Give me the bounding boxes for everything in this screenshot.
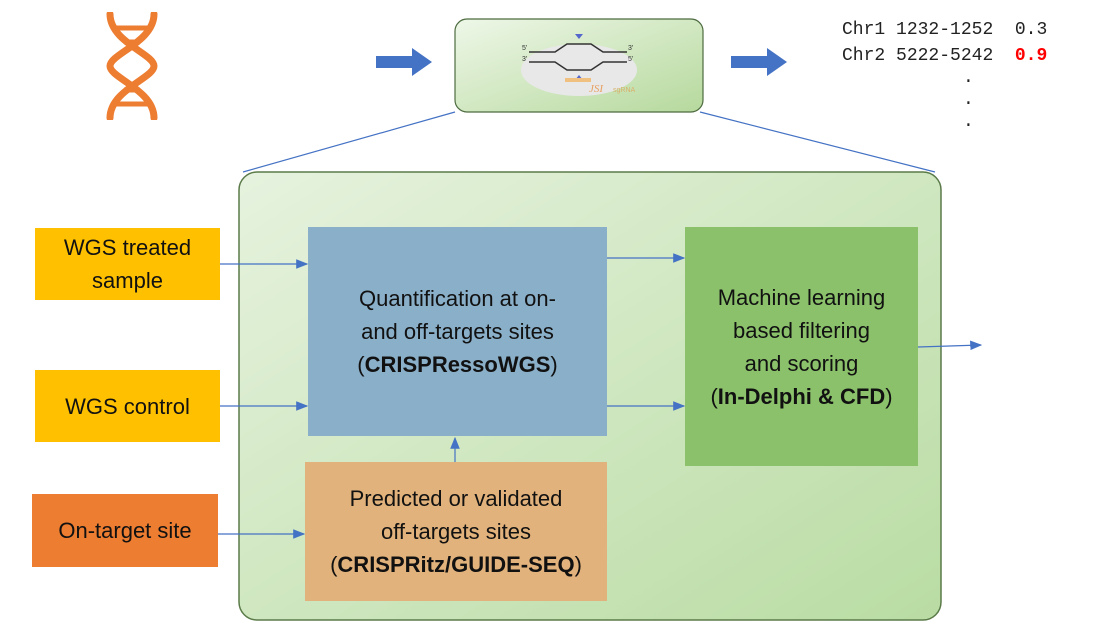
quant-tool-name: CRISPRessoWGS — [364, 352, 551, 377]
pred-line2: off-targets sites — [380, 519, 531, 544]
quant-line2: and off-targets sites — [361, 319, 554, 344]
output-row-1-score: 0.3 — [1014, 20, 1048, 40]
pred-tool: (CRISPRitz/GUIDE-SEQ) — [330, 552, 582, 577]
ml-tool-name: In-Delphi & CFD — [717, 383, 886, 409]
output-row-1-range: 1232-1252 — [896, 20, 994, 40]
ml-line1: Machine learning — [717, 284, 886, 310]
ml-line3: and scoring — [744, 350, 859, 376]
output-row-2-chr: Chr2 — [842, 46, 886, 66]
flow-arrow-out — [731, 48, 787, 76]
svg-text:sgRNA: sgRNA — [613, 87, 636, 94]
output-continuation-3: . — [963, 112, 974, 132]
logo-label-5-top-left: 5' — [522, 45, 528, 52]
output-row-1-chr: Chr1 — [842, 20, 886, 40]
svg-text:JSI: JSI — [589, 83, 604, 95]
ml-line2: based filtering — [733, 317, 870, 343]
input-wgs-control-label: WGS control — [65, 393, 190, 419]
quant-line1: Quantification at on- — [359, 286, 556, 311]
zoom-line-left — [242, 111, 456, 173]
output-row-2-range: 5222-5242 — [896, 46, 994, 66]
logo-label-3-top-right: 3' — [628, 45, 634, 52]
dna-helix-icon — [106, 12, 158, 120]
pred-line1: Predicted or validated — [349, 486, 563, 511]
pred-tool-name: CRISPRitz/GUIDE-SEQ — [337, 552, 575, 577]
input-on-target-label: On-target site — [58, 518, 192, 543]
quant-tool: (CRISPRessoWGS) — [357, 352, 558, 377]
input-wgs-treated-line1: WGS treated — [63, 235, 192, 260]
arrow-ml-output — [917, 340, 983, 351]
ml-filtering-box: Machine learning based filtering and sco… — [685, 227, 918, 466]
predicted-sites-box: Predicted or validated off-targets sites… — [305, 462, 607, 601]
output-continuation-1: . — [963, 68, 974, 88]
ml-tool: (In-Delphi & CFD) — [710, 383, 893, 409]
crispr-tool-logo: JSI sgRNA — [521, 34, 637, 96]
quantification-box: Quantification at on- and off-targets si… — [308, 227, 607, 436]
input-wgs-treated: WGS treated sample — [35, 228, 220, 300]
output-row-2: Chr2 5222-5242 0.9 — [842, 46, 1047, 66]
flow-arrow-in — [376, 48, 432, 76]
output-row-2-score: 0.9 — [1014, 46, 1048, 66]
zoom-line-right — [699, 111, 936, 173]
output-row-1: Chr1 1232-1252 0.3 — [842, 20, 1047, 40]
input-wgs-control: WGS control — [35, 370, 220, 442]
input-wgs-treated-line2: sample — [92, 268, 163, 293]
input-on-target-site: On-target site — [32, 494, 218, 567]
output-continuation-2: . — [963, 90, 974, 110]
logo-label-3-bottom-left: 3' — [522, 56, 528, 63]
logo-label-5-bottom-right: 5' — [628, 56, 634, 63]
